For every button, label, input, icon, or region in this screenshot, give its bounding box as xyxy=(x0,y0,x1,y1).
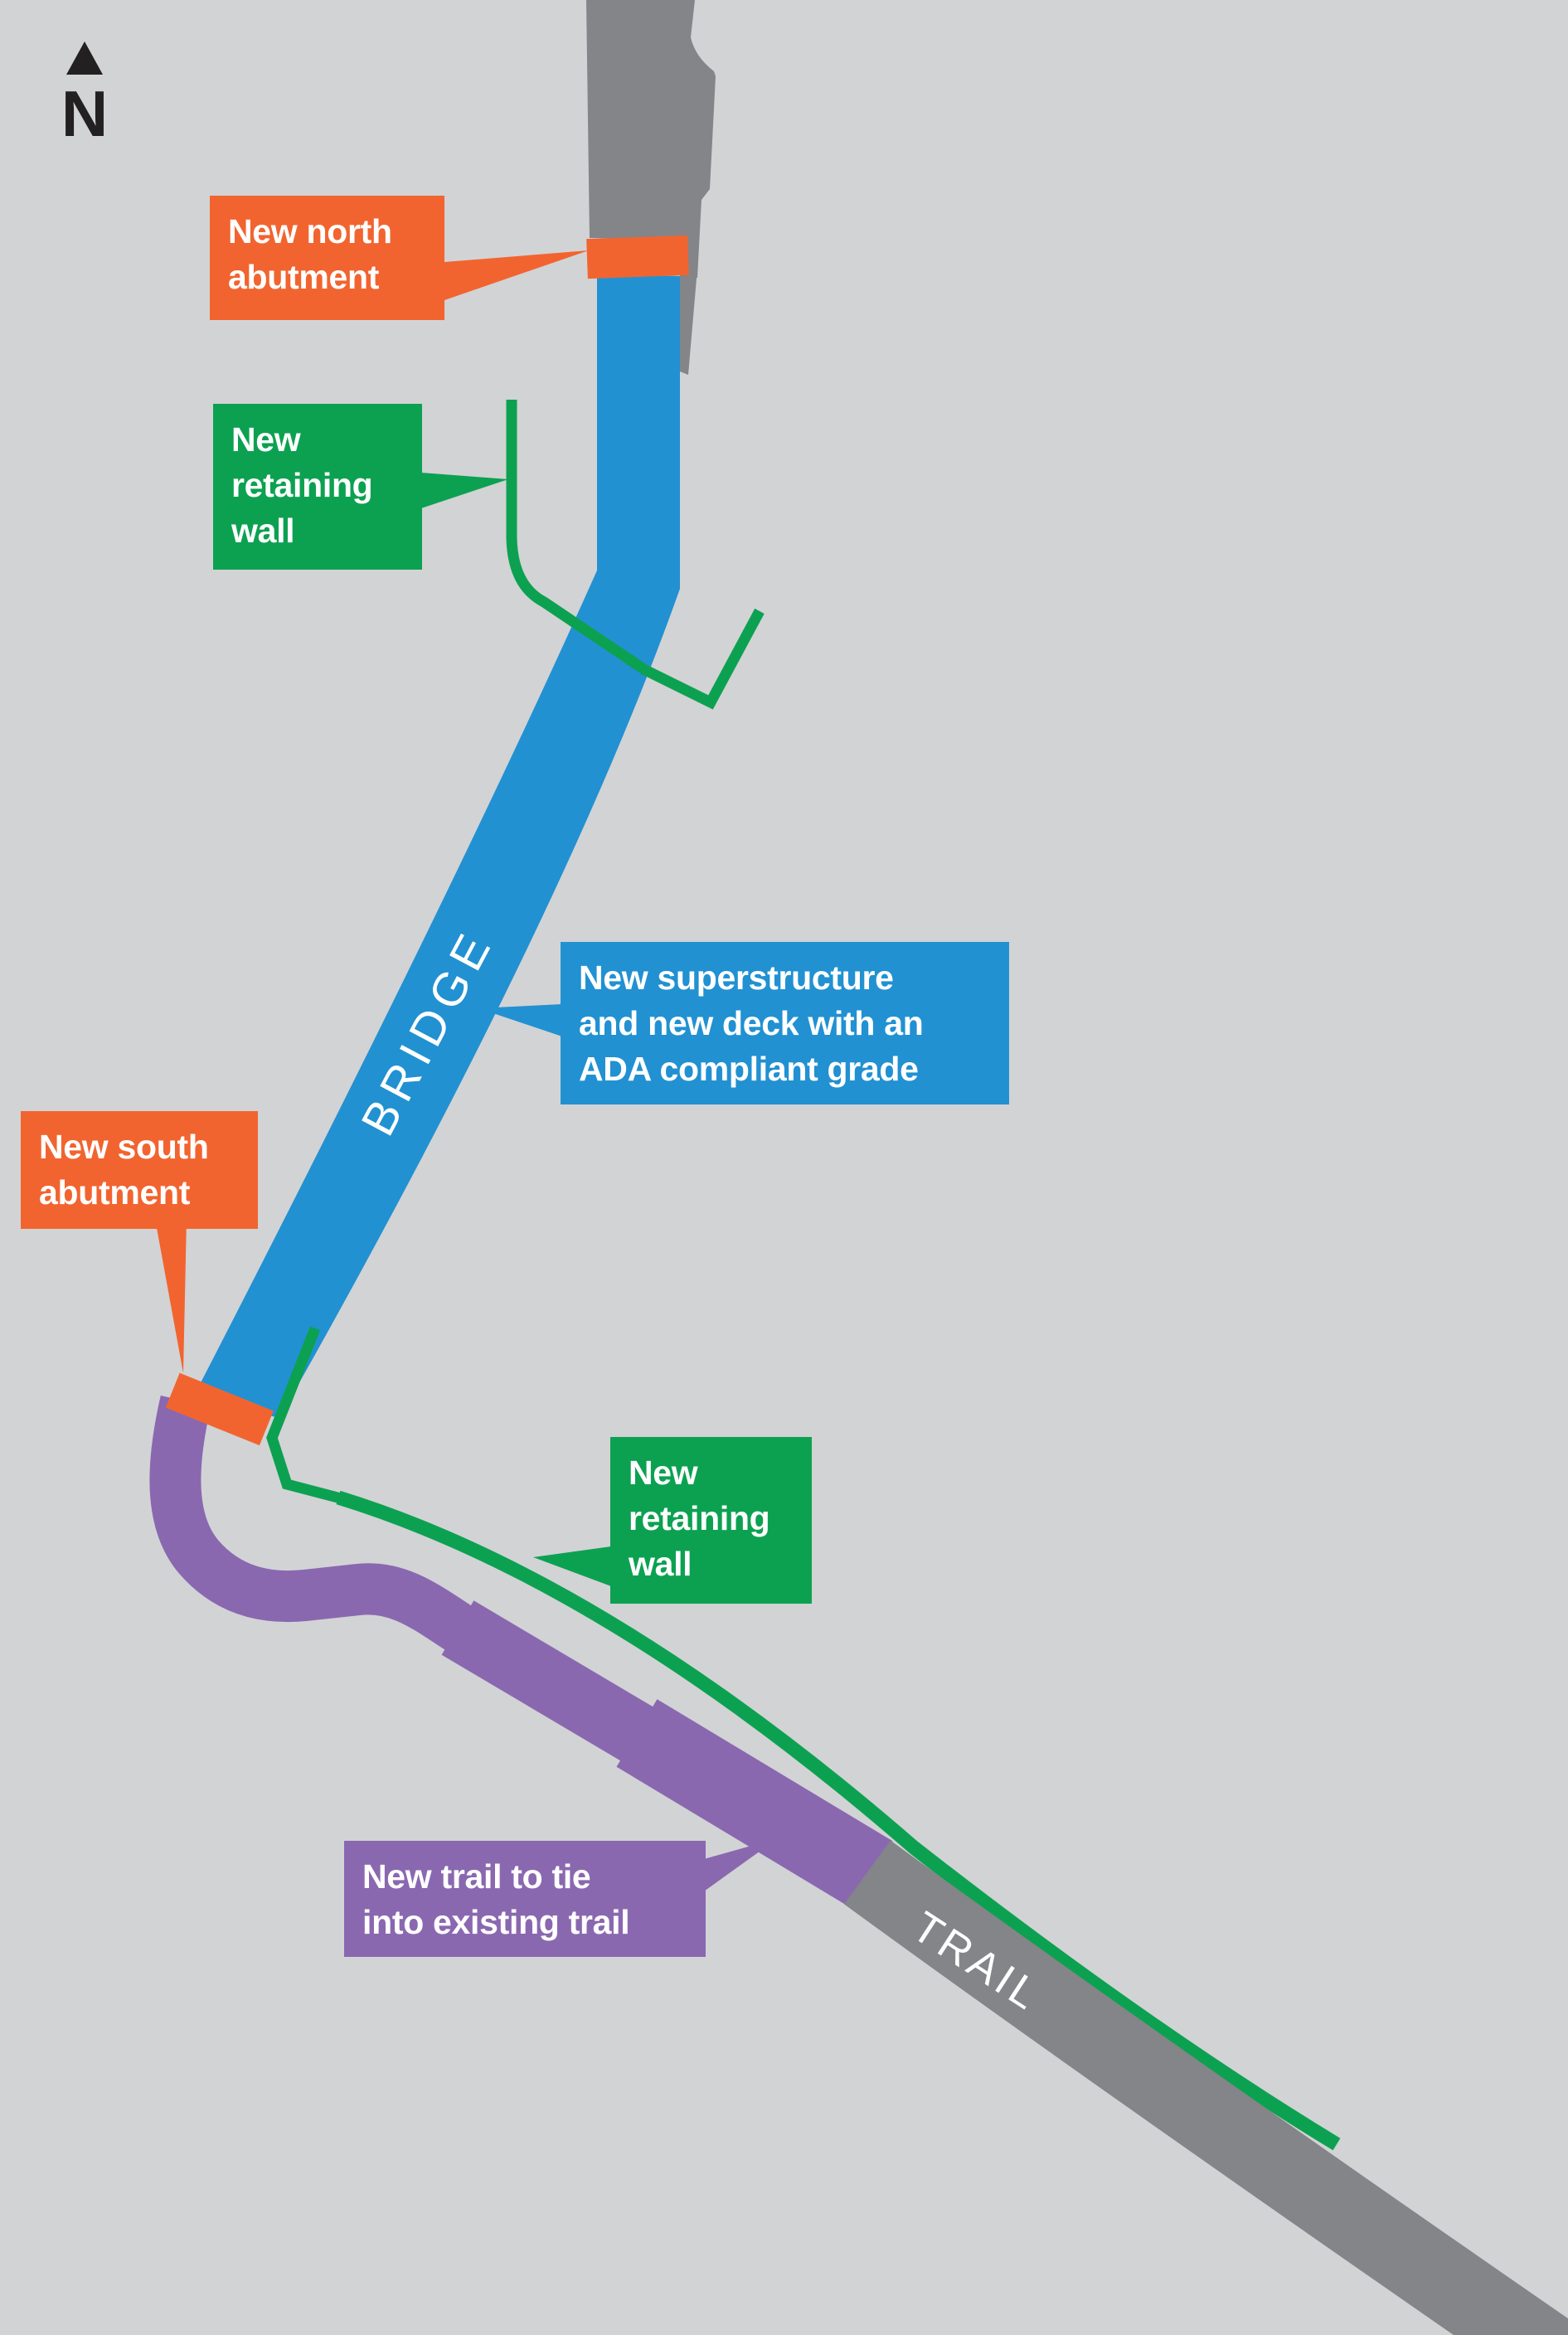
callout-line: abutment xyxy=(228,258,380,296)
callout-line: abutment xyxy=(39,1173,191,1211)
callout-line: New north xyxy=(228,212,392,250)
callout-south-abutment: New south abutment xyxy=(21,1111,258,1229)
new-trail-callout-tail xyxy=(704,1838,778,1891)
callout-north-retaining-wall: New retaining wall xyxy=(213,404,422,570)
new-trail-curve-shape xyxy=(149,1396,483,1657)
bridge-shape xyxy=(193,274,680,1418)
callout-line: New xyxy=(629,1454,698,1492)
north-road-sliver-shape xyxy=(680,249,697,375)
callout-superstructure: New superstructure and new deck with an … xyxy=(561,942,1009,1104)
north-abutment-callout-tail xyxy=(444,250,589,300)
south-abutment-marker xyxy=(165,1372,274,1446)
trailside-retaining-wall-line xyxy=(336,1490,1341,2151)
new-trail-mid-shape xyxy=(441,1600,672,1772)
north-retaining-wall-line xyxy=(506,400,765,710)
callout-line: retaining xyxy=(629,1499,770,1537)
callout-line: retaining xyxy=(231,466,373,504)
north-road-shape xyxy=(586,0,716,278)
callout-south-retaining-wall: New retaining wall xyxy=(610,1437,812,1604)
compass-north-letter: N xyxy=(61,77,109,150)
callout-line: and new deck with an xyxy=(579,1004,924,1042)
callout-line: into existing trail xyxy=(362,1903,630,1941)
new-trail-run-shape xyxy=(616,1699,893,1909)
south-retaining-wall-callout-tail xyxy=(533,1546,611,1586)
callout-north-abutment: New north abutment xyxy=(210,196,444,320)
north-abutment-marker xyxy=(586,235,689,279)
callout-line: New xyxy=(231,420,301,459)
callout-line: New south xyxy=(39,1128,209,1166)
callout-line: New trail to tie xyxy=(362,1857,591,1896)
superstructure-callout-tail xyxy=(478,1004,562,1036)
callout-line: wall xyxy=(231,512,295,550)
south-abutment-callout-tail xyxy=(155,1219,187,1373)
callout-line: New superstructure xyxy=(579,959,894,997)
south-retaining-wall-line xyxy=(266,1326,358,1508)
north-arrow-icon xyxy=(66,41,103,75)
callout-line: ADA compliant grade xyxy=(579,1050,919,1088)
existing-trail-shape xyxy=(843,1840,1568,2335)
north-retaining-wall-callout-tail xyxy=(421,473,508,508)
callout-new-trail: New trail to tie into existing trail xyxy=(344,1841,706,1957)
callout-line: wall xyxy=(629,1545,692,1583)
